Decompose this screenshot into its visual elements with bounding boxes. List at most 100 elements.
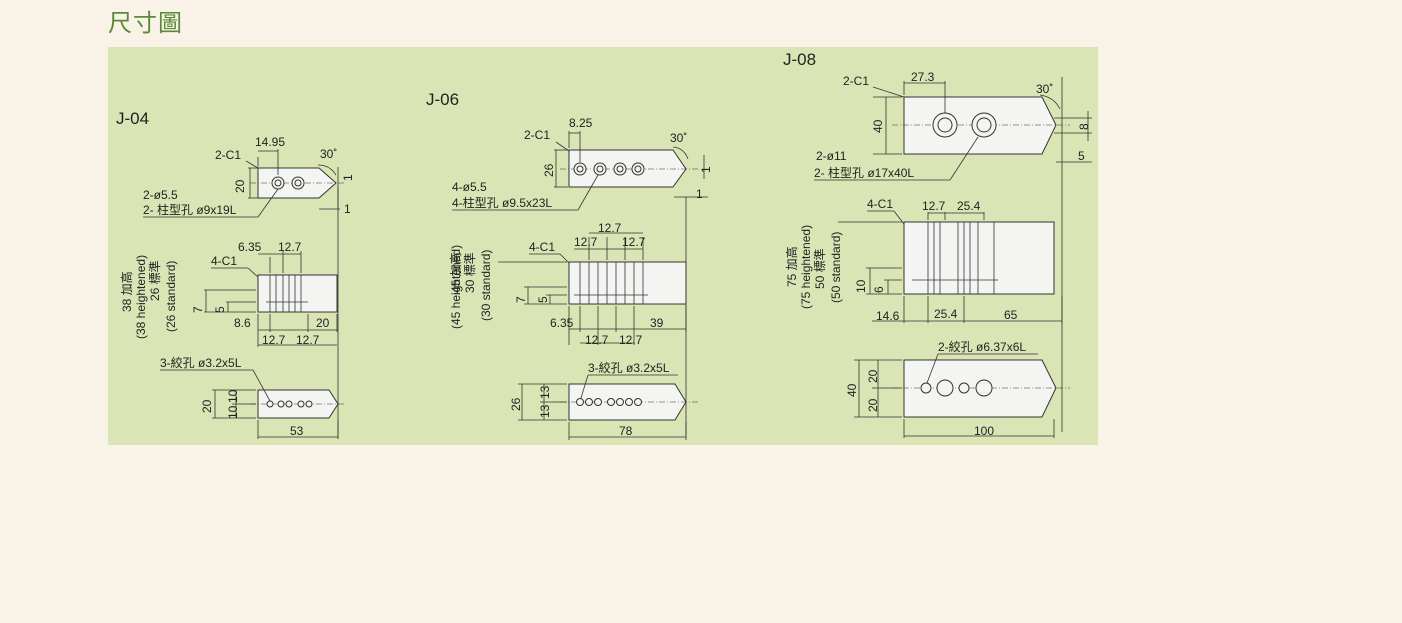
j04-counterbore: 2- 柱型孔 ø9x19L (143, 202, 237, 217)
j06-dim-p2: 12.7 (619, 333, 643, 347)
j06-bottom-view: 3-絞孔 ø3.2x5L 26 13 13 78 (509, 360, 698, 440)
j06-dim-pitch: 8.25 (569, 116, 593, 130)
j08-dim-height: 40 (871, 119, 885, 133)
j06-height-heightened: 45 加高 (448, 252, 463, 293)
page-title: 尺寸圖 (108, 9, 183, 37)
j06-dim-tip1: 1 (699, 166, 713, 173)
j06-dim-635: 6.35 (550, 316, 574, 330)
j04-dim-86: 8.6 (234, 316, 251, 330)
j04-dim-p1: 12.7 (262, 333, 286, 347)
j06-height-heightened-en: (45 heightened) (449, 245, 463, 329)
j08-dim-6: 6 (872, 286, 886, 293)
dimension-drawing-panel: J-04 14.95 2-C1 30˚ 20 1 1 2-ø5.5 2- 柱型孔… (108, 47, 1098, 445)
j08-chamfer: 2-C1 (843, 74, 869, 88)
j04-dim-20: 20 (316, 316, 330, 330)
j06-side-body (568, 261, 687, 305)
j08-dim-254: 25.4 (957, 199, 981, 213)
j06-dim-b: 12.7 (622, 235, 646, 249)
j06-chamfer: 2-C1 (524, 128, 550, 142)
j06-dim-5: 5 (536, 296, 550, 303)
j06-side-chamfer: 4-C1 (529, 240, 555, 254)
j04-drawing: J-04 14.95 2-C1 30˚ 20 1 1 2-ø5.5 2- 柱型孔… (116, 109, 355, 439)
j06-holes-count: 4-ø5.5 (452, 180, 487, 194)
j08-dim-254b: 25.4 (934, 307, 958, 321)
j08-dim-10: 10 (854, 279, 868, 293)
j04-dim-5: 5 (213, 306, 227, 313)
j08-counterbore: 2- 柱型孔 ø17x40L (814, 165, 914, 180)
j08-top-view: 27.3 2-C1 30˚ 40 8 5 2-ø11 2- 柱型孔 ø17x40… (814, 70, 1092, 181)
j06-dim-top: 12.7 (598, 221, 622, 235)
j08-tap-holes: 2-絞孔 ø6.37x6L (938, 339, 1026, 354)
j04-dim-127: 12.7 (278, 240, 302, 254)
j06-height-standard: 30 標準 (462, 252, 477, 293)
j04-model-label: J-04 (116, 109, 149, 128)
j04-height-standard: 26 標準 (147, 260, 162, 301)
j06-dim-7: 7 (514, 296, 528, 303)
j06-dim-b13a: 13 (538, 385, 552, 399)
j04-height-heightened-en: (38 heightened) (134, 255, 148, 339)
j04-dim-pitch: 14.95 (255, 135, 285, 149)
j04-angle: 30˚ (320, 147, 337, 161)
j08-holes-count: 2-ø11 (816, 149, 847, 163)
j08-length: 100 (974, 424, 994, 438)
j06-tap-holes: 3-絞孔 ø3.2x5L (588, 360, 670, 375)
j04-dim-p2: 12.7 (296, 333, 320, 347)
j04-dim-635: 6.35 (238, 240, 262, 254)
j04-side-body (257, 274, 338, 313)
j08-side-view: 12.7 25.4 4-C1 10 6 75 加高 (75 heightened… (784, 197, 1063, 323)
j04-side-view: 6.35 12.7 4-C1 7 5 38 加高 (38 heightened)… (119, 240, 338, 347)
j06-dim-tip2: 1 (696, 187, 703, 201)
j04-dim-b10a: 10 (226, 389, 240, 403)
j04-tap-holes: 3-絞孔 ø3.2x5L (160, 355, 242, 370)
j08-bottom-view: 2-絞孔 ø6.37x6L 40 20 20 100 (845, 339, 1070, 438)
j08-model-label: J-08 (783, 50, 816, 69)
j08-dim-tip2: 5 (1078, 149, 1085, 163)
j08-height-standard-en: (50 standard) (829, 232, 843, 303)
j06-length: 78 (619, 424, 633, 438)
j04-dim-b20: 20 (200, 399, 214, 413)
j06-height-standard-en: (30 standard) (479, 250, 493, 321)
dimension-drawing: J-04 14.95 2-C1 30˚ 20 1 1 2-ø5.5 2- 柱型孔… (116, 50, 1092, 440)
j06-drawing: J-06 8.25 2-C1 30˚ 26 1 1 4-ø5.5 4-柱型孔 ø… (426, 90, 713, 440)
j06-counterbore: 4-柱型孔 ø9.5x23L (452, 195, 552, 210)
j04-dim-height: 20 (233, 179, 247, 193)
j04-height-standard-en: (26 standard) (164, 261, 178, 332)
j04-dim-tip1: 1 (341, 174, 355, 181)
j06-dim-b26: 26 (509, 397, 523, 411)
j04-side-chamfer: 4-C1 (211, 254, 237, 268)
j06-model-label: J-06 (426, 90, 459, 109)
j08-dim-tip1: 8 (1077, 123, 1091, 130)
j08-height-heightened: 75 加高 (784, 246, 799, 287)
j04-dim-tip2: 1 (344, 202, 351, 216)
j04-dim-b10b: 10 (226, 405, 240, 419)
j06-dim-a: 12.7 (574, 235, 598, 249)
j06-top-body (568, 149, 687, 188)
j08-dim-pitch: 27.3 (911, 70, 935, 84)
j08-dim-65: 65 (1004, 308, 1018, 322)
j08-height-heightened-en: (75 heightened) (799, 225, 813, 309)
j08-angle: 30˚ (1036, 82, 1053, 96)
j06-angle: 30˚ (670, 131, 687, 145)
j04-top-view: 14.95 2-C1 30˚ 20 1 1 2-ø5.5 2- 柱型孔 ø9x1… (143, 135, 355, 218)
j06-top-view: 8.25 2-C1 30˚ 26 1 1 4-ø5.5 4-柱型孔 ø9.5x2… (452, 116, 713, 211)
j08-side-body (903, 221, 1055, 295)
j04-chamfer: 2-C1 (215, 148, 241, 162)
j08-dim-b20b: 20 (866, 398, 880, 412)
j08-side-chamfer: 4-C1 (867, 197, 893, 211)
j08-dim-146: 14.6 (876, 309, 900, 323)
j06-dim-b13b: 13 (538, 404, 552, 418)
j04-dim-7: 7 (191, 306, 205, 313)
j04-length: 53 (290, 424, 304, 438)
j06-dim-39: 39 (650, 316, 664, 330)
j08-dim-b40: 40 (845, 383, 859, 397)
j04-bottom-view: 3-絞孔 ø3.2x5L 20 10 10 53 (160, 355, 344, 439)
j06-dim-p1: 12.7 (585, 333, 609, 347)
j06-side-view: 12.7 12.7 12.7 4-C1 7 5 45 加高 (45 height… (448, 221, 687, 347)
j08-dim-b20a: 20 (866, 369, 880, 383)
j08-dim-127: 12.7 (922, 199, 946, 213)
j08-drawing: J-08 27.3 2-C1 30˚ 40 8 5 2-ø11 2- 柱型孔 ø… (783, 50, 1092, 438)
j08-height-standard: 50 標準 (812, 248, 827, 289)
j04-height-heightened: 38 加高 (119, 271, 134, 312)
j04-holes-count: 2-ø5.5 (143, 188, 178, 202)
j06-dim-height: 26 (542, 163, 556, 177)
